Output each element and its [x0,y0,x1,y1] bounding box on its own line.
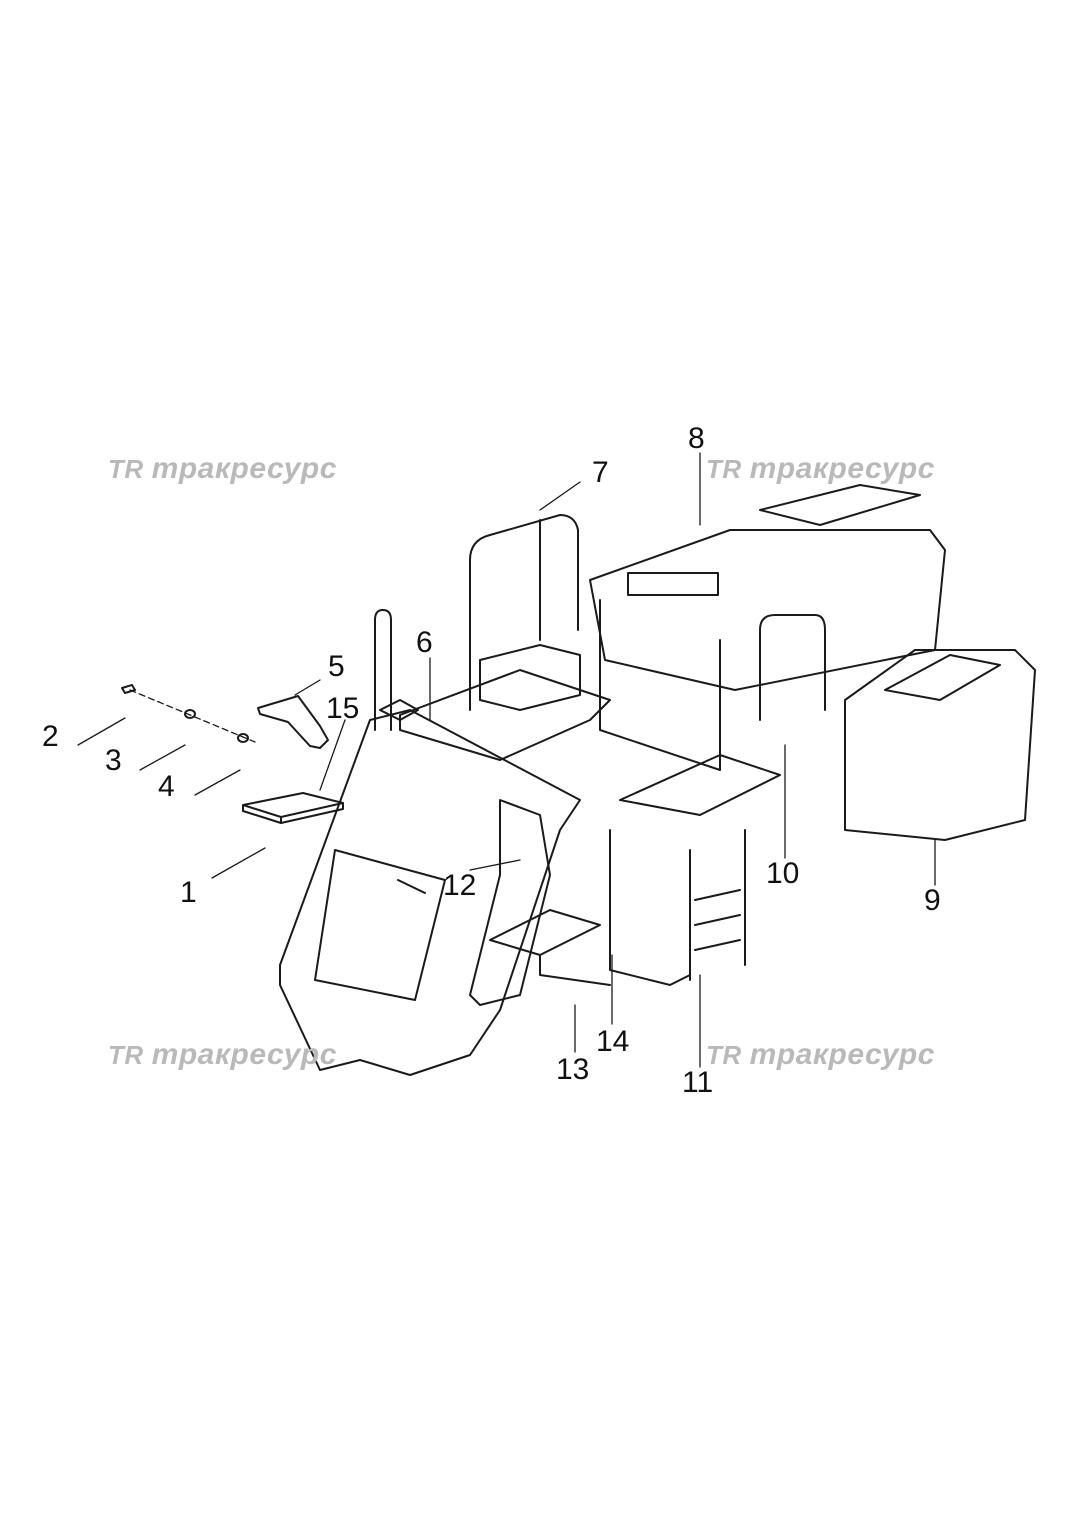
callout-7: 7 [592,456,609,489]
watermark-logo-icon: TR [706,1040,742,1070]
left-step [242,792,344,824]
callout-10: 10 [766,857,800,890]
callout-14: 14 [596,1025,630,1058]
left-handrail [374,609,392,731]
callout-8: 8 [688,422,705,455]
left-platform [399,669,611,761]
callout-12: 12 [443,869,477,902]
watermark-text: тракресурс [749,452,935,485]
callout-1: 1 [180,876,197,909]
rear-handrail [469,514,579,711]
watermark-logo-icon: TR [108,1040,144,1070]
engine-hood [589,484,946,771]
callout-5: 5 [328,650,345,683]
front-step [489,909,611,986]
right-handrail [759,614,826,721]
bracket-part [257,695,329,749]
right-platform-ladder [609,754,781,986]
leader-lines [77,452,936,1068]
watermark-text: тракресурс [151,452,337,485]
callout-3: 3 [105,744,122,777]
callout-15: 15 [326,692,360,725]
step-box [479,644,581,711]
fastener-parts [121,684,249,743]
right-tank [844,649,1036,841]
callout-11: 11 [682,1066,714,1099]
watermark-logo-icon: TR [706,454,742,484]
callout-4: 4 [158,770,175,803]
callout-13: 13 [556,1053,590,1086]
callout-9: 9 [924,884,941,917]
tank-grille [884,654,1001,701]
watermark-logo-icon: TR [108,454,144,484]
callout-6: 6 [416,626,433,659]
watermark-text: тракресурс [749,1038,935,1071]
watermark-text: тракресурс [151,1038,337,1071]
callout-2: 2 [42,720,59,753]
front-frame [279,699,581,1076]
